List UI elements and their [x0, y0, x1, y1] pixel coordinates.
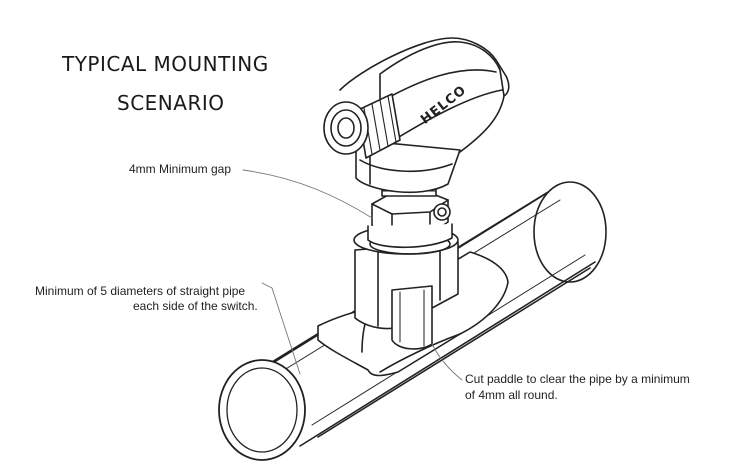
title-line-1: TYPICAL MOUNTING	[62, 52, 269, 76]
gap-leader	[242, 169, 373, 219]
pipe-far-end	[533, 181, 607, 283]
straight-pipe-leader	[261, 282, 301, 375]
pipe	[218, 181, 607, 461]
title-line-2: SCENARIO	[117, 91, 225, 115]
switch-housing	[339, 37, 510, 194]
straight-pipe-callout-line-1: Minimum of 5 diameters of straight pipe	[35, 284, 246, 298]
paddle-callout-line-2: of 4mm all round.	[465, 388, 558, 402]
pipe-near-end-inner	[226, 367, 298, 453]
straight-pipe-callout-line-2: each side of the switch.	[133, 299, 258, 313]
paddle	[391, 285, 433, 350]
paddle-leader	[431, 343, 463, 381]
gap-callout: 4mm Minimum gap	[129, 162, 232, 176]
callout-leaders	[242, 169, 463, 381]
cable-gland	[323, 93, 401, 159]
paddle-callout-line-1: Cut paddle to clear the pipe by a minimu…	[465, 372, 690, 386]
